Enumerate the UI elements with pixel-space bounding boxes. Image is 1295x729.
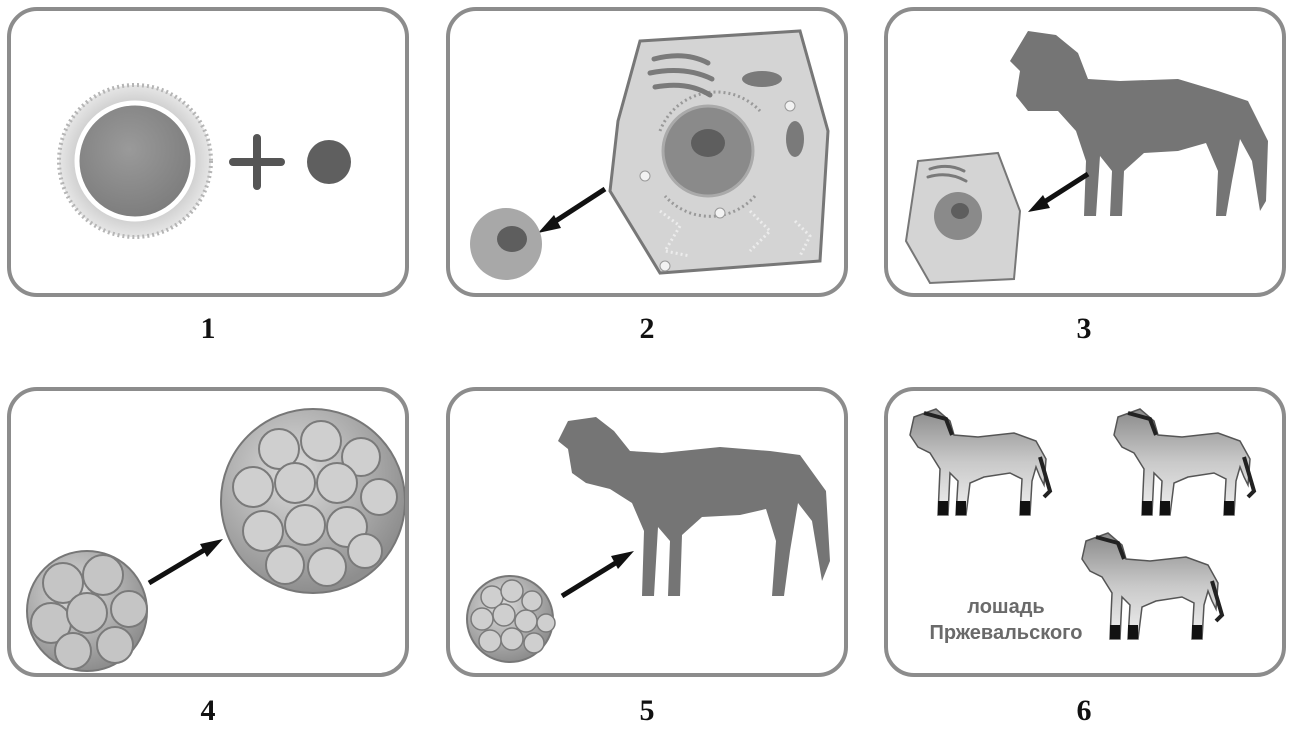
sperm-cell	[307, 140, 351, 184]
panel-number-4: 4	[178, 694, 238, 728]
przewalski-horse	[1114, 409, 1254, 515]
nucleus-extraction-illustration	[450, 11, 844, 293]
mitochondrion	[742, 71, 782, 87]
arrow	[149, 546, 211, 583]
panel-number-3: 3	[1054, 312, 1114, 346]
extracted-nucleolus	[497, 226, 527, 252]
embryo-development-illustration	[11, 391, 405, 673]
mitochondrion	[786, 121, 804, 157]
species-caption-line-1: лошадь	[967, 596, 1044, 618]
blastula-large	[221, 409, 405, 593]
nucleus-transfer-illustration	[888, 11, 1282, 293]
egg-cell	[77, 103, 193, 219]
arrow-head	[200, 539, 223, 557]
nucleolus-small	[951, 203, 969, 219]
panel-number-2: 2	[617, 312, 677, 346]
przewalski-horse	[910, 409, 1050, 515]
panel-4	[7, 387, 409, 677]
species-caption-line-2: Пржевальского	[930, 622, 1083, 644]
panel-3	[884, 7, 1286, 297]
cloned-horses-illustration: лошадь Пржевальского	[888, 391, 1282, 673]
plus-icon	[233, 138, 281, 186]
fertilization-illustration	[11, 11, 405, 293]
morula-small	[27, 551, 147, 671]
panel-1	[7, 7, 409, 297]
panel-2	[446, 7, 848, 297]
panel-6: лошадь Пржевальского	[884, 387, 1286, 677]
horse-silhouette	[1010, 31, 1268, 216]
panel-number-6: 6	[1054, 694, 1114, 728]
blastocyst	[467, 576, 555, 662]
embryo-implantation-illustration	[450, 391, 844, 673]
panel-5	[446, 387, 848, 677]
panel-number-5: 5	[617, 694, 677, 728]
przewalski-horse	[1082, 533, 1222, 639]
horse-silhouette	[558, 417, 830, 596]
nucleolus	[691, 129, 725, 157]
arrow	[562, 559, 622, 596]
panel-number-1: 1	[178, 312, 238, 346]
